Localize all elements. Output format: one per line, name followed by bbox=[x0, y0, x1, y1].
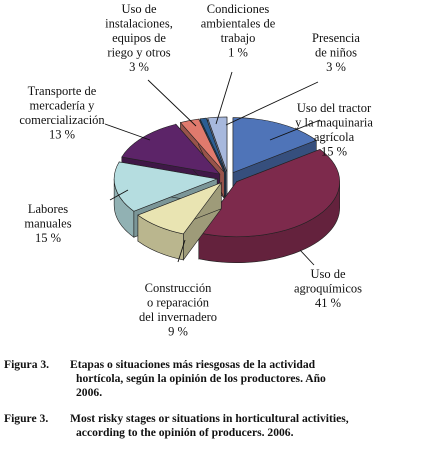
slice-top-0 bbox=[232, 117, 317, 174]
slice-label-line-7-1: de niños bbox=[315, 46, 357, 60]
slice-label-pct-3: 15 % bbox=[35, 231, 61, 245]
slice-top-1 bbox=[198, 149, 340, 237]
caption-es-body: Etapas o situaciones más riesgosas de la… bbox=[70, 358, 432, 400]
slice-label-line-4-0: Transporte de bbox=[28, 84, 97, 98]
slice-label-pct-5: 3 % bbox=[129, 60, 149, 74]
slice-label-line-5-3: riego y otros bbox=[107, 46, 170, 60]
slice-label-line-3-0: Labores bbox=[28, 202, 68, 216]
slice-label-line-1-1: agroquímicos bbox=[294, 282, 362, 296]
caption-en-line2: according to the opinión of producers. 2… bbox=[76, 426, 294, 439]
slice-label-line-0-2: agrícola bbox=[314, 130, 355, 144]
caption-es-line2: hortícola, según la opinión de los produ… bbox=[76, 372, 326, 385]
slice-label-line-5-0: Uso de bbox=[121, 2, 157, 16]
caption-es-line1: Etapas o situaciones más riesgosas de la… bbox=[70, 358, 316, 371]
slice-label-pct-0: 15 % bbox=[321, 145, 347, 159]
caption-en-line1: Most risky stages or situations in horti… bbox=[70, 412, 349, 425]
slice-label-pct-6: 1 % bbox=[228, 46, 248, 60]
leader-line-0 bbox=[269, 119, 321, 141]
leader-line-7 bbox=[225, 81, 319, 126]
slice-top-3 bbox=[113, 161, 219, 212]
pie-slice-2 bbox=[137, 181, 223, 261]
leader-line-2 bbox=[177, 239, 186, 263]
slice-top-6 bbox=[199, 117, 226, 173]
slice-label-line-2-1: o reparación bbox=[147, 296, 210, 310]
slice-label-pct-2: 9 % bbox=[168, 325, 188, 339]
slice-label-line-2-2: del invernadero bbox=[139, 310, 217, 324]
slice-top-5 bbox=[179, 118, 225, 173]
slice-label-line-4-2: comercialización bbox=[19, 113, 105, 127]
caption-es-lead: Figura 3. bbox=[4, 358, 50, 371]
slice-label-line-6-0: Condiciones bbox=[207, 2, 270, 16]
slice-label-line-0-0: Uso del tractor bbox=[297, 101, 372, 115]
slice-label-line-5-1: instalaciones, bbox=[105, 17, 173, 31]
leader-line-5 bbox=[147, 79, 197, 127]
slice-label-pct-4: 13 % bbox=[49, 128, 75, 142]
leader-line-6 bbox=[215, 71, 233, 125]
slice-label-line-0-1: y la maquinaria bbox=[295, 116, 373, 130]
caption-en: Figure 3. Most risky stages or situation… bbox=[0, 412, 435, 448]
slice-label-line-6-1: ambientales de bbox=[201, 17, 276, 31]
slice-top-2 bbox=[137, 182, 223, 235]
slice-top-7 bbox=[207, 116, 228, 173]
caption-en-lead: Figure 3. bbox=[4, 412, 49, 425]
leader-lines bbox=[104, 71, 321, 266]
slice-label-pct-1: 41 % bbox=[315, 296, 341, 310]
leader-line-3 bbox=[109, 189, 129, 201]
pie-slices bbox=[113, 116, 340, 263]
slice-label-line-6-2: trabajo bbox=[221, 31, 256, 45]
slice-label-pct-7: 3 % bbox=[326, 60, 346, 74]
slice-label-line-3-1: manuales bbox=[24, 217, 71, 231]
caption-es: Figura 3. Etapas o situaciones más riesg… bbox=[0, 358, 435, 414]
slice-label-line-2-0: Construcción bbox=[145, 281, 212, 295]
slice-label-line-5-2: equipos de bbox=[112, 31, 166, 45]
pie-slice-1 bbox=[198, 148, 340, 263]
slice-label-line-1-0: Uso de bbox=[310, 267, 346, 281]
leader-line-4 bbox=[104, 123, 151, 141]
leader-line-1 bbox=[299, 249, 315, 266]
slice-label-line-7-0: Presencia bbox=[312, 31, 360, 45]
slice-label-line-4-1: mercadería y bbox=[30, 99, 96, 113]
caption-en-body: Most risky stages or situations in horti… bbox=[70, 412, 432, 440]
caption-es-line3: 2006. bbox=[76, 386, 103, 399]
